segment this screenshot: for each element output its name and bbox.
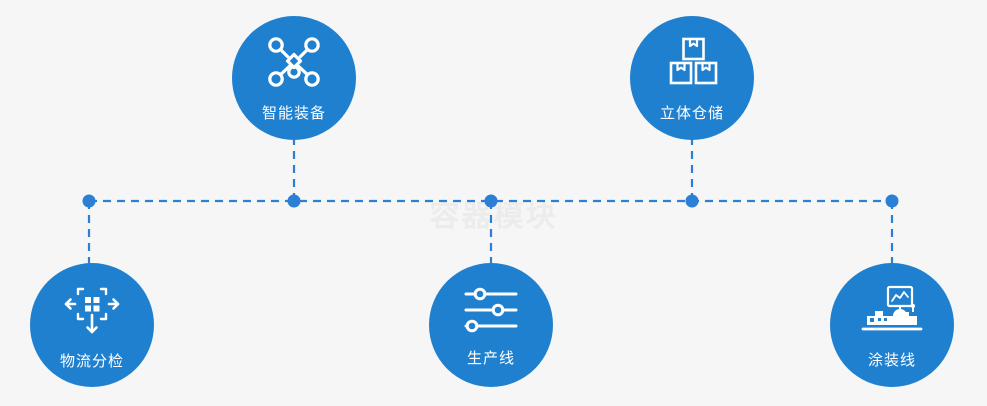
module-circle-stereoscopic-warehouse[interactable]: 立体仓储 — [630, 16, 754, 140]
module-circle-production-line[interactable]: 生产线 — [429, 263, 553, 387]
spine-node-2[interactable] — [287, 194, 301, 208]
spine-node-4[interactable] — [685, 194, 699, 208]
sliders-icon — [462, 287, 520, 333]
module-label-logistics-sorting: 物流分检 — [59, 352, 124, 370]
module-circle-intelligent-equipment[interactable]: 智能装备 — [232, 16, 356, 140]
module-circle-logistics-sorting[interactable]: 物流分检 — [30, 263, 154, 387]
stacked-boxes-icon — [665, 36, 719, 88]
module-label-intelligent-equipment: 智能装备 — [261, 104, 326, 122]
module-label-painting-line: 涂装线 — [867, 351, 916, 369]
module-label-stereoscopic-warehouse: 立体仓储 — [659, 104, 724, 122]
paint-machine-icon — [861, 285, 923, 335]
module-label-production-line: 生产线 — [466, 349, 515, 367]
spine-node-3[interactable] — [484, 194, 498, 208]
spine-node-5[interactable] — [885, 194, 899, 208]
module-circle-painting-line[interactable]: 涂装线 — [830, 263, 954, 387]
network-nodes-icon — [267, 36, 321, 88]
sorting-arrows-icon — [63, 284, 121, 336]
spine-node-1[interactable] — [82, 194, 96, 208]
